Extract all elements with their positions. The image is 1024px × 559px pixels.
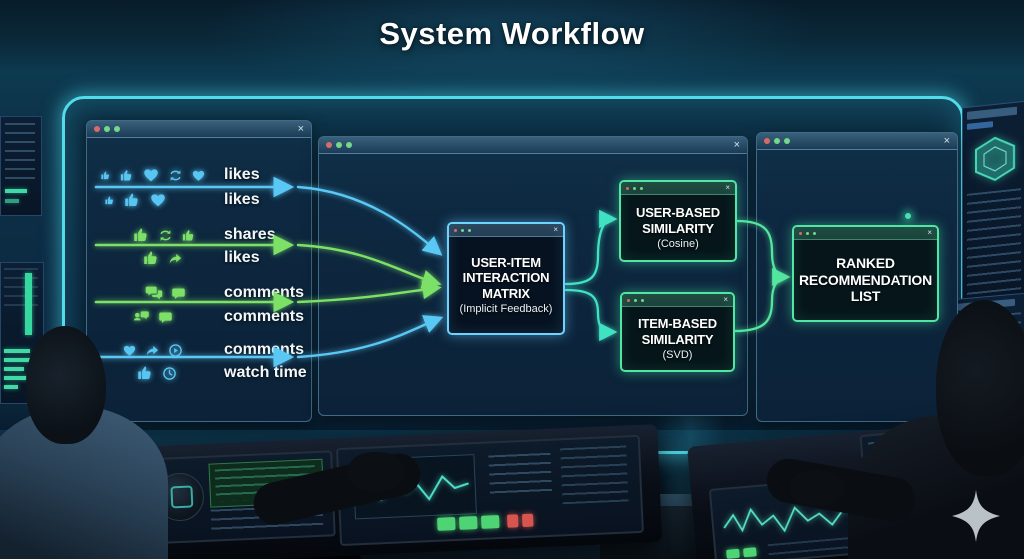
signal-row: likes [96, 164, 308, 186]
close-icon[interactable]: × [733, 138, 740, 151]
data-rows [5, 123, 35, 179]
wall-monitor-far-left-top [0, 116, 42, 216]
traffic-light-dots [326, 142, 352, 148]
close-icon[interactable]: × [943, 134, 950, 147]
page-title: System Workflow [379, 16, 645, 51]
node-title-line: RECOMMENDATION [798, 271, 933, 288]
window-titlebar: × [319, 137, 747, 154]
signal-label: shares [224, 226, 276, 243]
signal-row: likes [96, 247, 308, 269]
node-title-line: RANKED [836, 255, 895, 272]
node-title-line: SIMILARITY [642, 220, 714, 236]
node-title-line: INTERACTION [462, 270, 550, 286]
node-subtitle: (SVD) [662, 348, 693, 361]
window-titlebar: × [449, 224, 563, 237]
node-title-line: MATRIX [482, 285, 530, 301]
window-titlebar: × [622, 294, 733, 307]
console-button-red[interactable] [521, 513, 534, 528]
window-titlebar: × [87, 121, 311, 138]
dial-glyph [170, 485, 194, 509]
node-title-line: USER-ITEM [471, 255, 541, 270]
node-subtitle: (Cosine) [657, 237, 699, 250]
operator-left-hand [348, 452, 404, 492]
signal-label: likes [224, 191, 260, 208]
console-button-green[interactable] [437, 517, 456, 531]
node-title-line: LIST [850, 288, 881, 305]
close-icon[interactable]: × [297, 122, 304, 135]
signal-row: shares [96, 224, 308, 246]
hexagon-chart [975, 136, 1015, 182]
console-button-green[interactable] [743, 547, 757, 558]
window-titlebar: × [621, 182, 735, 195]
signal-label: likes [224, 249, 260, 266]
node-subtitle: (Implicit Feedback) [459, 302, 553, 315]
node-title-line: SIMILARITY [641, 331, 714, 347]
console-button-green[interactable] [481, 515, 500, 529]
operator-right-head [936, 300, 1024, 476]
traffic-light-dots [94, 126, 120, 132]
signal-label: likes [224, 166, 260, 183]
window-titlebar: × [794, 227, 937, 240]
data-rows [488, 452, 553, 500]
close-icon[interactable]: × [927, 228, 932, 237]
input-signals-window: × [86, 120, 312, 422]
close-icon[interactable]: × [723, 295, 728, 304]
node-title-line: USER-BASED [636, 205, 720, 221]
traffic-light-dots [764, 138, 790, 144]
data-rows [4, 268, 38, 308]
node-title-line: ITEM-BASED [638, 316, 717, 332]
operator-left-head [26, 326, 106, 444]
traffic-light-dots [454, 228, 471, 232]
data-rows [560, 445, 629, 505]
close-icon[interactable]: × [553, 225, 558, 234]
console-button-green[interactable] [726, 548, 740, 559]
signal-row: likes [96, 189, 308, 211]
console-button-green[interactable] [459, 516, 478, 530]
ranked-recommendation-node: × RANKED RECOMMENDATION LIST [792, 225, 939, 322]
signal-row: watch time [96, 362, 308, 384]
close-icon[interactable]: × [725, 183, 730, 192]
traffic-light-dots [627, 298, 644, 302]
console-button-red[interactable] [506, 514, 519, 528]
traffic-light-dots [799, 231, 816, 235]
wall-monitor-far-right-top [962, 100, 1024, 308]
traffic-light-dots [626, 186, 643, 190]
operator-right-hand [790, 470, 844, 506]
item-based-similarity-node: × ITEM-BASED SIMILARITY (SVD) [620, 292, 735, 372]
status-dot [905, 213, 911, 219]
sparkle-watermark [952, 490, 1000, 542]
user-item-matrix-node: × USER-ITEM INTERACTION MATRIX (Implicit… [447, 222, 565, 335]
signal-label: watch time [224, 364, 307, 381]
user-based-similarity-node: × USER-BASED SIMILARITY (Cosine) [619, 180, 737, 262]
window-titlebar: × [757, 133, 957, 150]
